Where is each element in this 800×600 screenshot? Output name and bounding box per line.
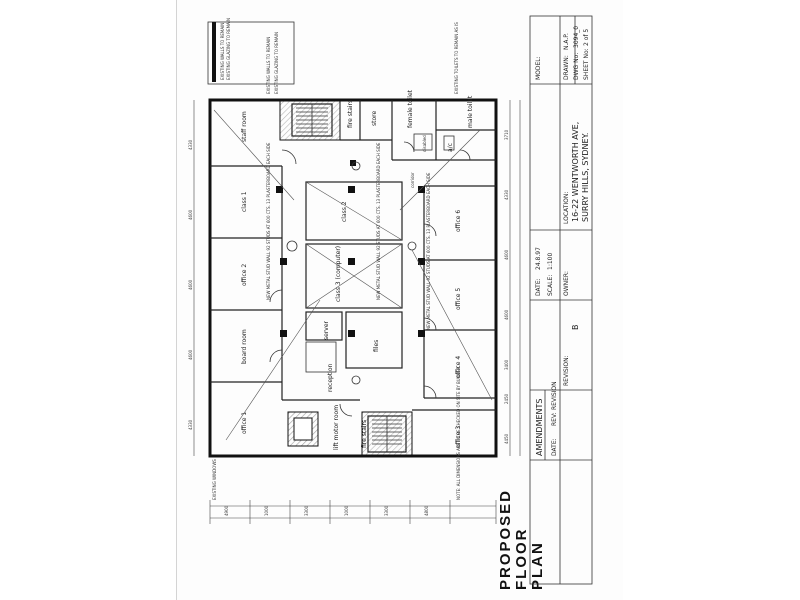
room-labels: staff room fire stairs store female toil… <box>241 89 474 450</box>
title-block: MODEL: DRAWN: N.A.P. DWG No: 3094_0 SHEE… <box>529 15 593 585</box>
svg-text:3400: 3400 <box>504 359 509 370</box>
room-male-toilet: male toilet <box>467 95 474 128</box>
room-store: store <box>371 111 378 126</box>
tb-owner-label: OWNER: <box>563 271 570 296</box>
construction-notes: EXISTING WALLS TO REMAIN EXISTING GLAZIN… <box>212 22 461 500</box>
tb-am-desc: REVISION <box>551 381 558 410</box>
interior-walls <box>210 100 496 411</box>
svg-text:3300: 3300 <box>384 505 389 516</box>
dimension-labels-left: 4330 4600 4600 4600 4330 <box>188 139 193 430</box>
note-new-walls-right: NEW METAL STUD WALL 92 STUDS AT 600 CTS.… <box>426 172 431 330</box>
svg-text:4800: 4800 <box>424 505 429 516</box>
lift-shaft <box>287 411 319 447</box>
room-office-4: office 4 <box>455 356 462 378</box>
room-office-1: office 1 <box>241 412 248 434</box>
tb-sheet: 2 of 5 <box>583 29 590 46</box>
room-fire-stairs-bottom: fire stairs <box>361 420 368 448</box>
room-files: files <box>373 340 380 352</box>
note-general: NOTE: ALL DIMENSIONS ARE TO BE CHECKED O… <box>456 366 461 500</box>
tb-drawn-label: DRAWN: <box>563 55 570 80</box>
stair-top <box>279 99 341 141</box>
diagonal-reference-lines <box>213 109 493 441</box>
svg-text:4600: 4600 <box>188 209 193 220</box>
room-office-2: office 2 <box>241 264 248 286</box>
svg-text:4330: 4330 <box>188 419 193 430</box>
tb-sheet-label: SHEET No: <box>583 48 590 80</box>
drawing-title: PROPOSED FLOOR PLAN <box>497 489 546 590</box>
tb-model-label: MODEL: <box>535 56 542 80</box>
tb-date-label: DATE: <box>535 278 542 296</box>
tb-location-1: 16-22 WENTWORTH AVE, <box>571 122 580 222</box>
room-board-room: board room <box>241 329 248 364</box>
tb-location-label: LOCATION: <box>563 192 570 224</box>
svg-text:4600: 4600 <box>188 279 193 290</box>
room-office-5: office 5 <box>455 288 462 310</box>
room-staff-room: staff room <box>241 111 248 142</box>
legend-existing-glazing: EXISTING GLAZING TO REMAIN <box>226 18 231 80</box>
tb-amendments: AMENDMENTS <box>535 399 544 456</box>
room-class-1: class 1 <box>241 191 248 212</box>
title-line-2: FLOOR <box>513 528 530 591</box>
room-class-2: class 2 <box>341 201 348 222</box>
building-outline <box>208 98 498 458</box>
svg-text:4330: 4330 <box>504 189 509 200</box>
svg-text:1000: 1000 <box>344 505 349 516</box>
svg-text:1000: 1000 <box>264 505 269 516</box>
legend-box: EXISTING WALLS TO REMAIN EXISTING GLAZIN… <box>207 18 295 85</box>
tb-dwg-label: DWG No: <box>573 53 580 80</box>
room-class-3: class 3 (computer) <box>335 246 342 302</box>
svg-text:4600: 4600 <box>504 309 509 320</box>
room-accessible-wc: a/c <box>447 143 454 152</box>
dimension-lines <box>193 100 521 524</box>
room-office-3: office 3 <box>455 426 462 448</box>
tb-dwg-no: 3094_0 <box>573 26 580 48</box>
room-reception: reception <box>327 363 334 392</box>
tb-revision: B <box>571 325 580 331</box>
tb-revision-label: REVISION: <box>563 355 570 386</box>
note-existing-glazing: EXISTING GLAZING TO REMAIN <box>274 32 279 94</box>
note-new-walls-center: NEW METAL STUD WALL 92 STUDS AT 600 CTS.… <box>376 142 381 300</box>
tb-scale-label: SCALE: <box>547 275 554 296</box>
tb-drawn: N.A.P. <box>563 33 570 50</box>
tb-location-2: SURRY HILLS, SYDNEY. <box>581 133 590 222</box>
door-swings <box>269 141 471 417</box>
svg-text:4330: 4330 <box>188 139 193 150</box>
room-fire-stairs-top: fire stairs <box>347 100 354 128</box>
room-lift-motor-room: lift motor room <box>333 405 340 450</box>
tb-scale: 1:100 <box>547 253 554 270</box>
room-female-toilet: female toilet <box>407 89 414 128</box>
svg-text:3300: 3300 <box>304 505 309 516</box>
svg-text:4600: 4600 <box>188 349 193 360</box>
room-disabled: disabled <box>422 135 427 152</box>
svg-text:4900: 4900 <box>224 505 229 516</box>
svg-text:4600: 4600 <box>504 249 509 260</box>
dimension-labels-right: 3710 4330 4600 4600 3400 2450 4450 <box>504 129 509 444</box>
note-existing-walls: EXISTING WALLS TO REMAIN <box>266 37 271 94</box>
svg-text:4450: 4450 <box>504 433 509 444</box>
tb-date: 24.8.97 <box>535 247 542 270</box>
title-line-1: PROPOSED <box>497 489 514 590</box>
room-server: server <box>323 320 330 340</box>
note-existing-toilets: EXISTING TOILETS TO REMAIN AS IS <box>454 22 459 94</box>
title-line-3: PLAN <box>529 541 546 590</box>
room-office-6: office 6 <box>455 210 462 232</box>
legend-existing-walls: EXISTING WALLS TO REMAIN <box>220 23 225 80</box>
note-existing-windows: EXISTING WINDOWS <box>212 459 217 500</box>
note-new-walls-left: NEW METAL STUD WALL 92 STUDS AT 600 CTS.… <box>266 142 271 300</box>
tb-am-rev: REV: <box>551 412 558 426</box>
stair-bottom <box>361 411 413 457</box>
structural-columns <box>276 160 425 337</box>
svg-text:3710: 3710 <box>504 129 509 140</box>
svg-text:2450: 2450 <box>504 393 509 404</box>
corridor-label: corridor <box>410 172 415 188</box>
tb-am-date: DATE: <box>551 438 558 456</box>
dimension-labels-bottom: 4900 1000 3300 1000 3300 4800 <box>224 505 429 516</box>
